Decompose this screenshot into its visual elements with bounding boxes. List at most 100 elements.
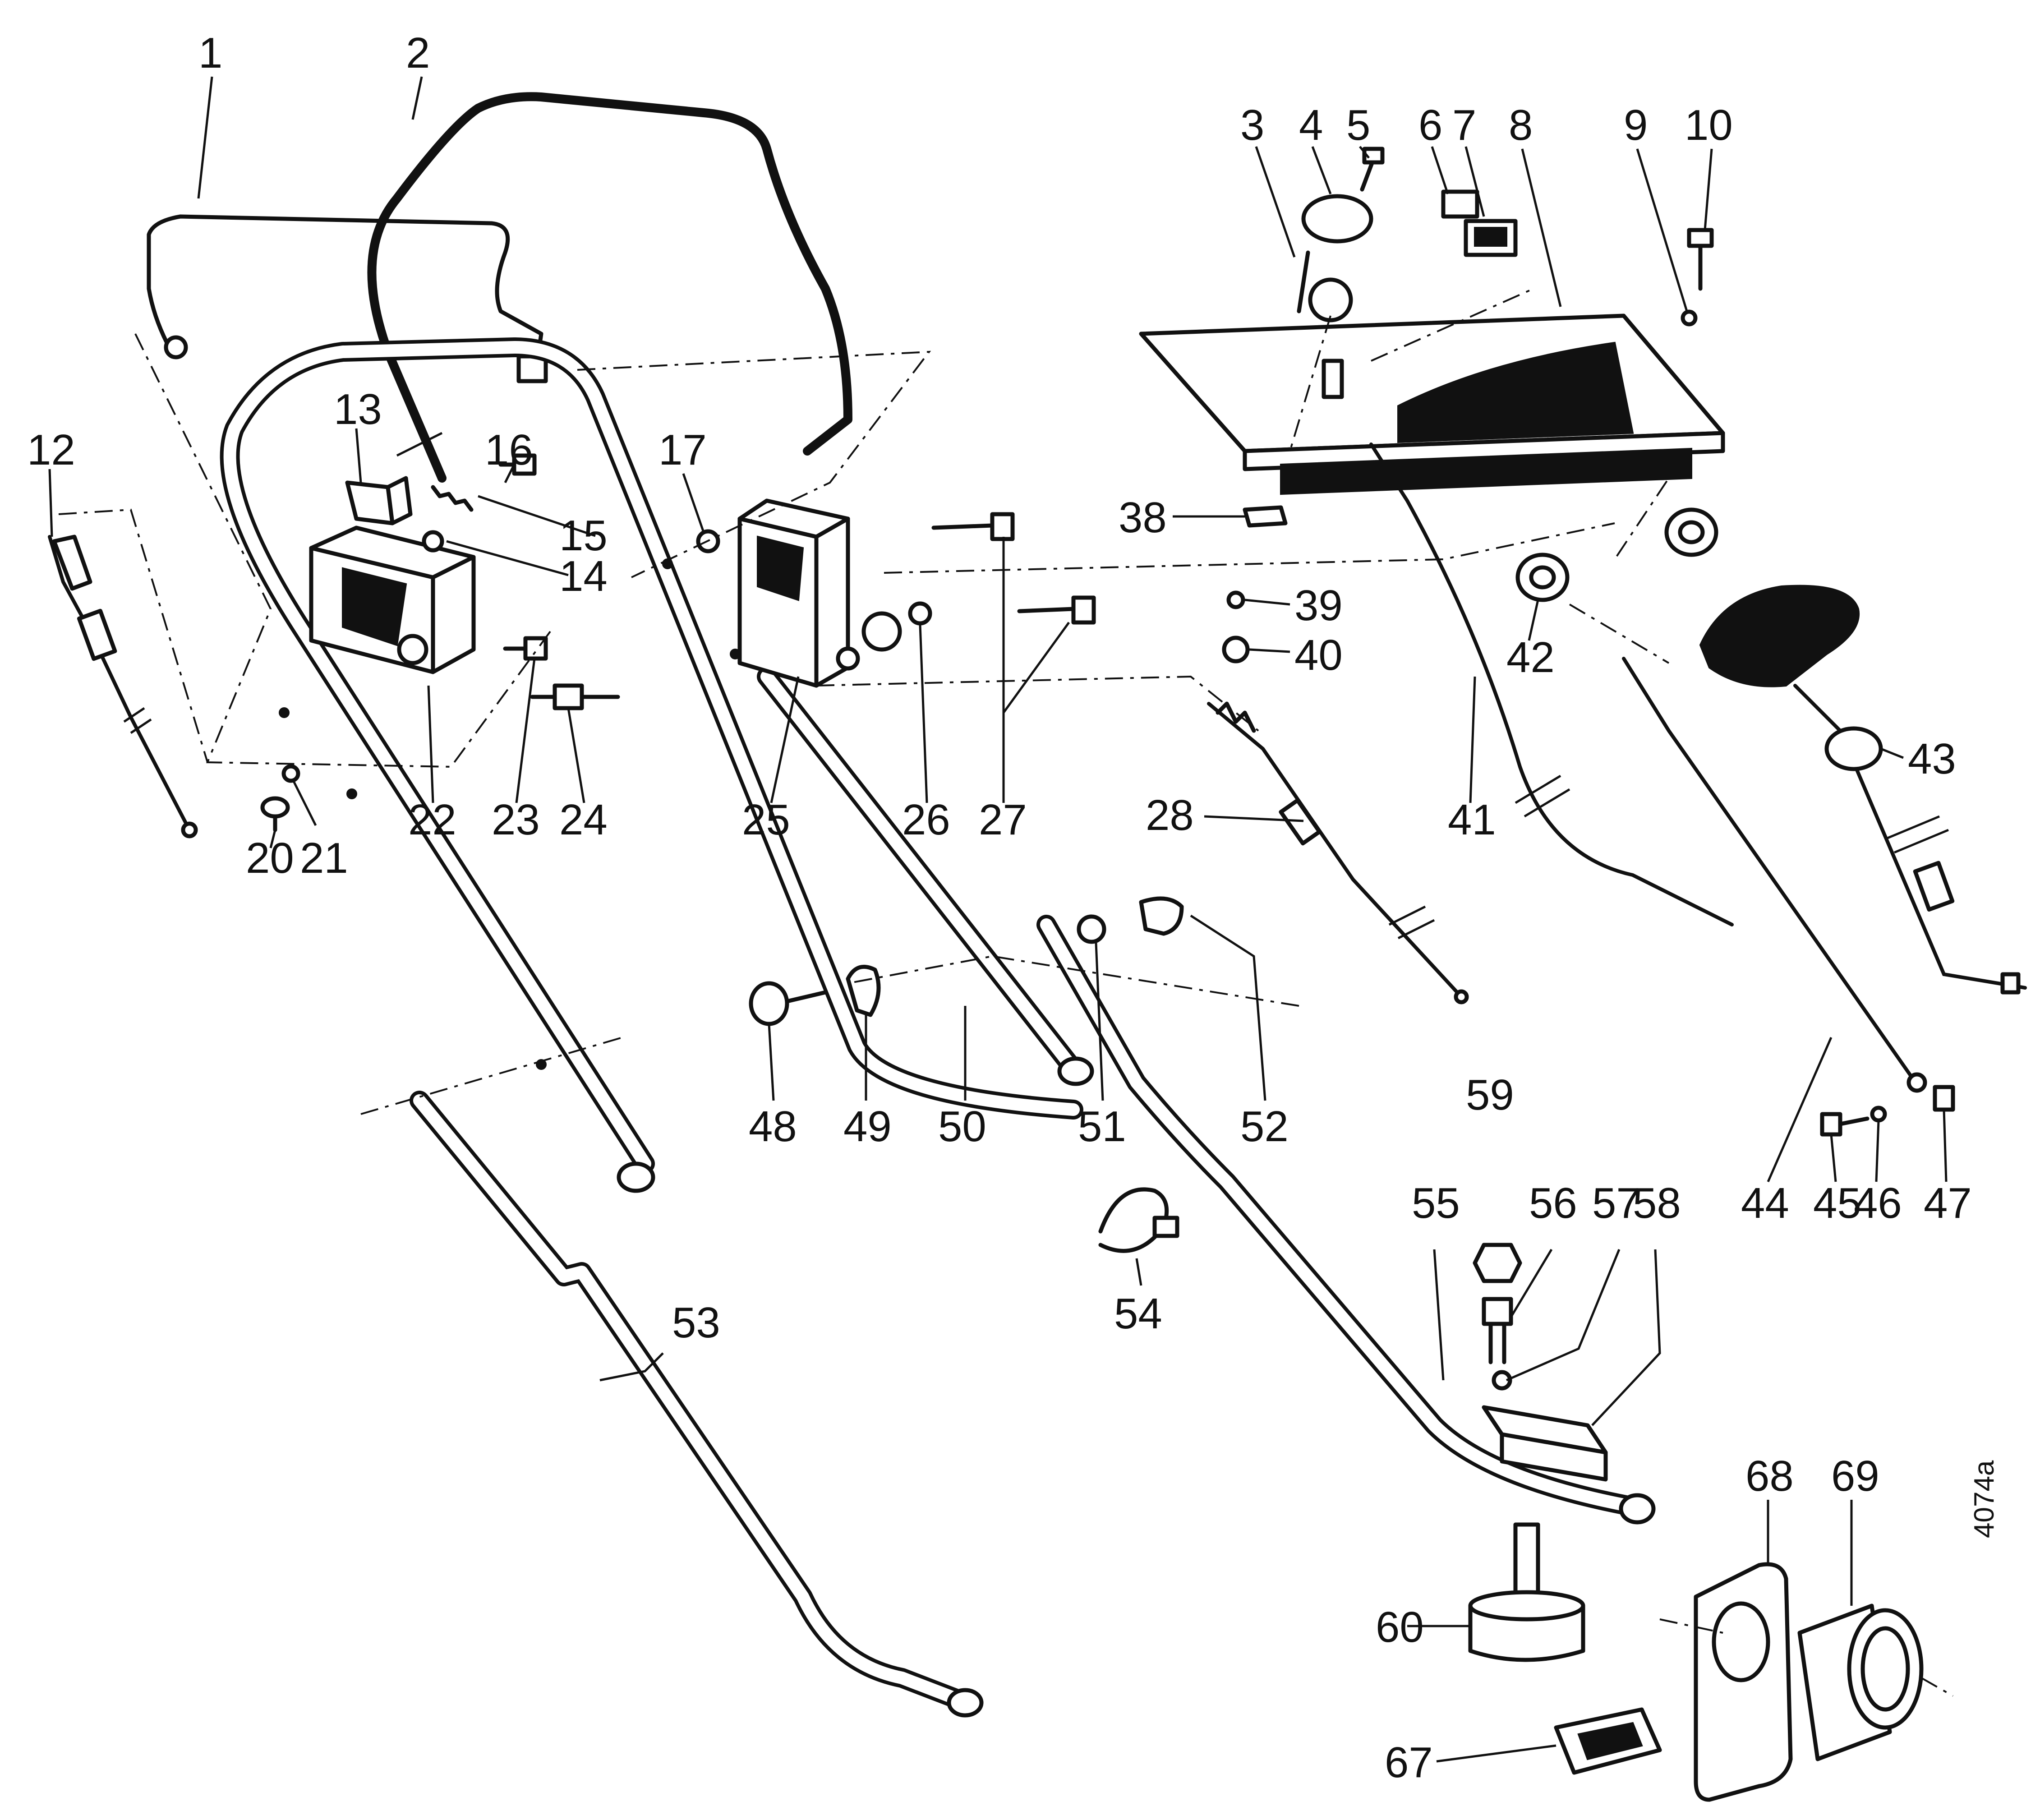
nut-40 (1222, 636, 1250, 663)
nut-59 (1473, 1243, 1522, 1283)
screw-23 (503, 636, 548, 661)
callout-49: 49 (843, 1102, 892, 1151)
callout-23: 23 (492, 796, 540, 844)
callout-15: 15 (559, 511, 608, 560)
callout-13: 13 (334, 385, 382, 433)
callout-40: 40 (1294, 631, 1343, 679)
washer-9 (1681, 309, 1698, 327)
nipple-47 (1933, 1085, 1955, 1112)
cable-tie-54 (1098, 1187, 1179, 1253)
callout-41: 41 (1448, 796, 1496, 844)
document-number: 4074a (1969, 1460, 2000, 1538)
callout-42: 42 (1506, 633, 1555, 682)
assembly-lines (58, 288, 1953, 1697)
control-plate (1139, 250, 1725, 495)
nut-51 (1077, 914, 1106, 944)
callout-52: 52 (1240, 1102, 1289, 1151)
callout-22: 22 (408, 796, 456, 844)
screw-45 (1820, 1112, 1870, 1137)
terminal-6 (1441, 189, 1479, 219)
cable-center (1207, 701, 1469, 1004)
grommet-42 (1515, 553, 1570, 602)
washer-39 (1226, 590, 1245, 609)
callout-38: 38 (1119, 493, 1167, 542)
callout-69: 69 (1831, 1452, 1879, 1500)
disc-4 (1301, 194, 1373, 244)
nut-14 (422, 530, 444, 553)
callout-50: 50 (938, 1102, 986, 1151)
callout-26: 26 (902, 796, 950, 844)
grommet-42b (1664, 507, 1718, 557)
cable-right (1622, 657, 1927, 1093)
screw-20 (260, 796, 290, 832)
callout-24: 24 (559, 796, 608, 844)
callout-17: 17 (659, 426, 707, 474)
callout-46: 46 (1854, 1179, 1902, 1227)
switch-box-left (309, 525, 476, 674)
callout-48: 48 (749, 1102, 797, 1151)
callout-60: 60 (1376, 1603, 1424, 1651)
label-67 (1554, 1707, 1662, 1775)
callout-44: 44 (1741, 1179, 1789, 1227)
screw-10 (1687, 228, 1714, 291)
callout-10: 10 (1685, 101, 1733, 149)
callout-68: 68 (1745, 1452, 1794, 1500)
callout-53: 53 (672, 1299, 720, 1347)
callout-51: 51 (1078, 1102, 1126, 1151)
callout-labels: 1 2 3 4 5 6 7 8 9 10 12 13 14 15 16 17 2… (27, 29, 2000, 1787)
callout-14: 14 (559, 552, 608, 600)
callout-27: 27 (979, 796, 1027, 844)
leader-lines (48, 76, 1948, 1763)
washer-46 (1870, 1106, 1887, 1123)
callout-47: 47 (1924, 1179, 1972, 1227)
clip-38 (1243, 505, 1288, 528)
terminal-7 (1464, 219, 1518, 257)
bolt-27-lower (1017, 595, 1096, 625)
callout-3: 3 (1240, 101, 1264, 149)
callout-45: 45 (1813, 1179, 1861, 1227)
foot-60 (1468, 1522, 1585, 1662)
bolt-56 (1482, 1297, 1513, 1364)
callout-16: 16 (485, 426, 533, 474)
cap-nut-52 (1139, 896, 1184, 936)
callout-8: 8 (1509, 101, 1533, 149)
callout-55: 55 (1412, 1179, 1460, 1227)
bushing-69 (1797, 1603, 1924, 1761)
lower-handle-frame (220, 337, 1083, 1193)
callout-2: 2 (406, 29, 430, 77)
callout-58: 58 (1633, 1179, 1681, 1227)
mounting-plate-68 (1694, 1562, 1793, 1802)
carriage-bolt-48 (749, 981, 828, 1026)
callout-54: 54 (1114, 1290, 1162, 1338)
upper-handle-bar (367, 92, 852, 483)
washer-26 (908, 601, 932, 626)
pull-start-handle (1699, 585, 2027, 995)
stud-24 (530, 683, 620, 710)
callout-59: 59 (1466, 1071, 1514, 1119)
callout-20: 20 (246, 834, 294, 882)
support-bar (1036, 915, 1656, 1525)
callout-67: 67 (1385, 1738, 1433, 1787)
lower-handle-section (410, 1091, 984, 1718)
callout-28: 28 (1146, 791, 1194, 839)
callout-7: 7 (1452, 101, 1476, 149)
cable-left (48, 534, 198, 839)
switch-box-right (737, 498, 902, 688)
callout-4: 4 (1299, 101, 1323, 149)
knob-washer-49 (846, 964, 881, 1017)
callout-56: 56 (1529, 1179, 1577, 1227)
callout-9: 9 (1624, 101, 1648, 149)
callout-25: 25 (742, 796, 790, 844)
spring (431, 485, 474, 512)
callout-57: 57 (1592, 1179, 1640, 1227)
callout-12: 12 (27, 426, 75, 474)
cable-middle (1369, 442, 1734, 926)
callout-6: 6 (1418, 101, 1442, 149)
callout-1: 1 (198, 29, 222, 77)
washer-57 (1492, 1370, 1512, 1391)
callout-5: 5 (1346, 101, 1370, 149)
screw-5 (1360, 147, 1385, 192)
bracket-58 (1482, 1405, 1608, 1482)
callout-43: 43 (1908, 735, 1956, 783)
